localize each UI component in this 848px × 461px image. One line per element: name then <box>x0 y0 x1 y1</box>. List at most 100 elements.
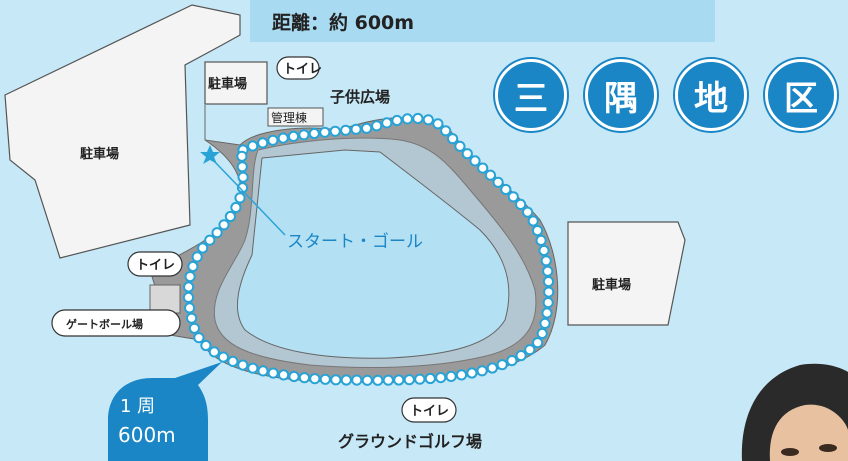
route-marker <box>372 374 384 386</box>
route-marker <box>401 113 413 125</box>
route-marker <box>277 132 289 144</box>
route-marker <box>535 234 547 246</box>
route-marker <box>412 112 424 125</box>
route-marker <box>500 183 512 196</box>
route-marker <box>237 171 249 183</box>
route-marker <box>447 133 459 145</box>
route-marker <box>217 351 229 363</box>
route-marker <box>477 162 489 174</box>
route-marker <box>309 373 321 385</box>
route-marker <box>414 373 426 385</box>
lap-distance: 600m <box>118 423 176 447</box>
route <box>182 112 555 386</box>
route-marker <box>492 176 504 188</box>
route-marker <box>224 210 236 223</box>
route-marker <box>208 346 220 358</box>
route-marker <box>308 127 320 140</box>
svg-text:トイレ: トイレ <box>410 404 449 419</box>
route-marker <box>287 130 300 142</box>
route-marker <box>184 271 196 283</box>
route-marker <box>515 198 527 210</box>
label-start-goal: スタート・ゴール <box>287 231 423 252</box>
route-marker <box>288 370 300 383</box>
route-marker <box>469 155 481 167</box>
route-marker <box>351 374 363 386</box>
parking-lot-e <box>567 221 686 326</box>
route-marker <box>340 374 352 386</box>
route-marker <box>382 374 394 386</box>
route-marker <box>267 134 279 146</box>
route-marker <box>391 114 403 127</box>
route-marker <box>476 365 488 377</box>
route-marker <box>543 286 555 298</box>
route-marker <box>484 169 496 181</box>
route-marker <box>257 365 269 377</box>
label-parking-nw: 駐車場 <box>80 146 119 162</box>
route-marker <box>536 327 548 340</box>
route-marker <box>247 140 259 152</box>
toilet-west: トイレ <box>127 251 183 277</box>
title-badge-1: 三 <box>495 59 567 131</box>
staff-photo <box>741 363 848 461</box>
route-marker <box>393 374 405 386</box>
route-marker <box>435 372 447 384</box>
route-marker <box>424 372 436 385</box>
route-marker <box>298 372 310 384</box>
pond <box>237 149 510 359</box>
route-marker <box>350 123 362 135</box>
label-ground-golf: グラウンドゴルフ場 <box>338 432 482 451</box>
route-marker <box>298 129 310 141</box>
parking-lot-nw <box>4 4 241 259</box>
route-marker <box>538 244 550 257</box>
star-icon <box>200 145 220 164</box>
route-marker <box>236 182 249 194</box>
route-marker <box>227 355 239 367</box>
toilet-south: トイレ <box>401 397 457 423</box>
route-marker <box>403 374 415 386</box>
route-marker <box>186 312 198 324</box>
route-marker <box>515 350 527 362</box>
route-marker <box>191 251 203 263</box>
route-marker <box>247 362 259 374</box>
distance-text: 距離：約 600m <box>272 11 415 34</box>
route-marker <box>531 225 544 237</box>
route-marker <box>371 120 383 132</box>
route-marker <box>461 148 473 160</box>
gateball-label-pill: ゲートボール場 <box>51 309 181 337</box>
lap-label: 1 周 <box>120 396 155 417</box>
route-marker <box>542 265 554 277</box>
svg-text:トイレ: トイレ <box>283 62 322 77</box>
route-marker <box>188 322 200 334</box>
route-marker <box>329 125 341 137</box>
title-badge-3: 地 <box>675 59 747 131</box>
route-marker <box>539 317 551 329</box>
route-marker <box>507 191 519 203</box>
parking-lot-top <box>204 61 268 105</box>
route-marker <box>440 125 452 137</box>
route-marker <box>211 227 223 239</box>
route-marker <box>183 281 195 293</box>
svg-text:トイレ: トイレ <box>136 258 175 273</box>
route-marker <box>187 260 199 273</box>
route-marker <box>204 234 216 246</box>
route-marker <box>230 201 242 214</box>
route-marker <box>319 373 331 385</box>
route-marker <box>184 302 196 314</box>
route-marker <box>542 276 555 288</box>
route-marker <box>267 367 279 379</box>
title-badge-2: 隅 <box>585 59 657 131</box>
route-marker <box>532 337 544 349</box>
route-marker <box>182 291 195 303</box>
title-badge-4: 区 <box>765 59 837 131</box>
route-marker <box>527 215 539 227</box>
distance-banner: 距離：約 600m <box>250 0 715 42</box>
route-marker <box>361 374 373 386</box>
route-marker <box>236 161 248 173</box>
route-marker <box>432 118 444 130</box>
route-marker <box>455 369 468 381</box>
route-marker <box>466 367 478 379</box>
route-marker <box>381 117 393 129</box>
route-marker <box>506 355 518 367</box>
toilet-top: トイレ <box>276 56 322 80</box>
route-marker <box>257 137 269 149</box>
